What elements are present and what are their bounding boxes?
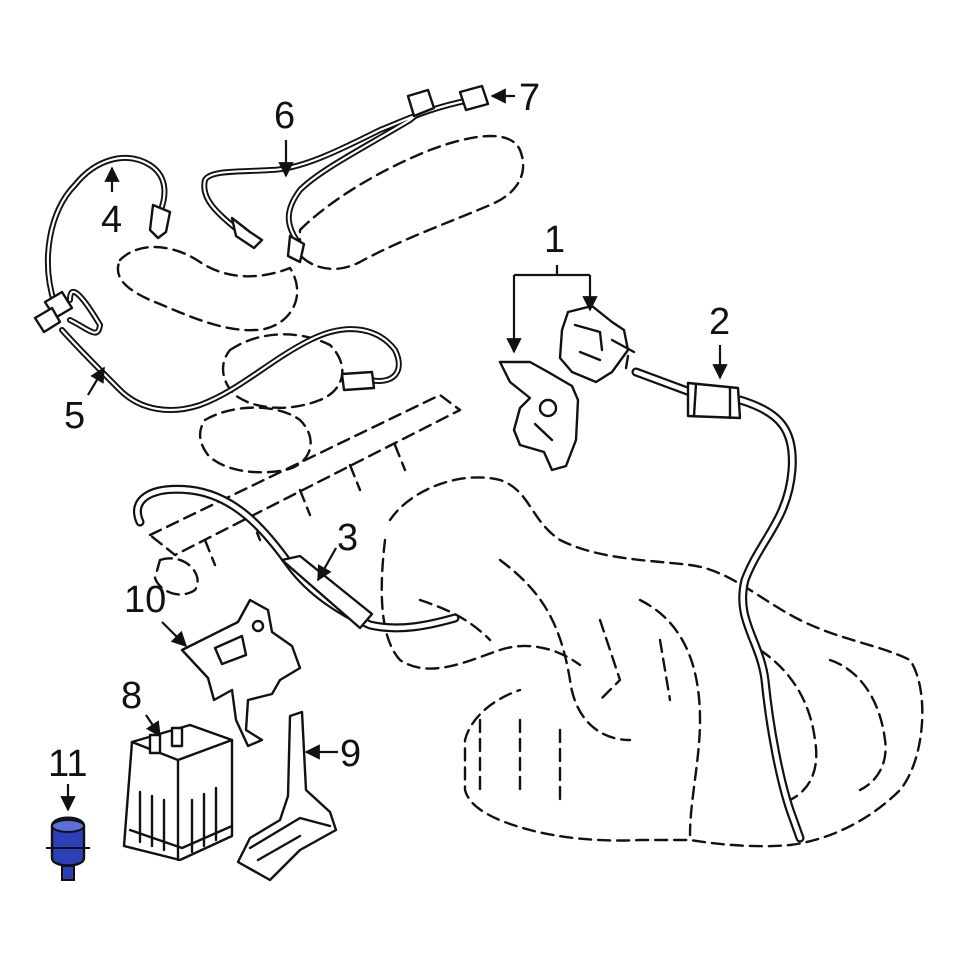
part-6-oxygen-sensor[interactable] [201, 97, 473, 264]
part-10-bracket[interactable] [180, 598, 302, 748]
part-1-bracket[interactable] [498, 360, 580, 472]
callout-9: 9 [340, 733, 361, 775]
part-11-pressure-sensor[interactable] [46, 816, 90, 881]
part-4-oxygen-sensor[interactable] [33, 154, 172, 336]
callout-10: 10 [124, 579, 166, 621]
callout-4: 4 [101, 199, 122, 241]
part-5-oxygen-sensor[interactable] [59, 326, 402, 413]
part-2-vacuum-hose[interactable] [631, 367, 805, 843]
part-9-bracket[interactable] [236, 710, 338, 882]
callout-labels: 1 2 3 4 5 6 7 8 9 10 11 [48, 77, 730, 785]
callout-2: 2 [709, 301, 730, 343]
part-8-charcoal-canister[interactable] [122, 723, 234, 862]
leader-lines [60, 88, 728, 812]
part-7-connector[interactable] [406, 84, 490, 118]
part-1-purge-solenoid[interactable] [558, 304, 636, 384]
callout-8: 8 [121, 675, 142, 717]
callout-1: 1 [544, 219, 565, 261]
part-3-hose[interactable] [133, 484, 460, 633]
callout-7: 7 [519, 77, 540, 119]
engine-outline [116, 134, 924, 848]
callout-5: 5 [64, 395, 85, 437]
callout-6: 6 [274, 95, 295, 137]
callout-3: 3 [337, 517, 358, 559]
callout-11: 11 [48, 743, 87, 785]
